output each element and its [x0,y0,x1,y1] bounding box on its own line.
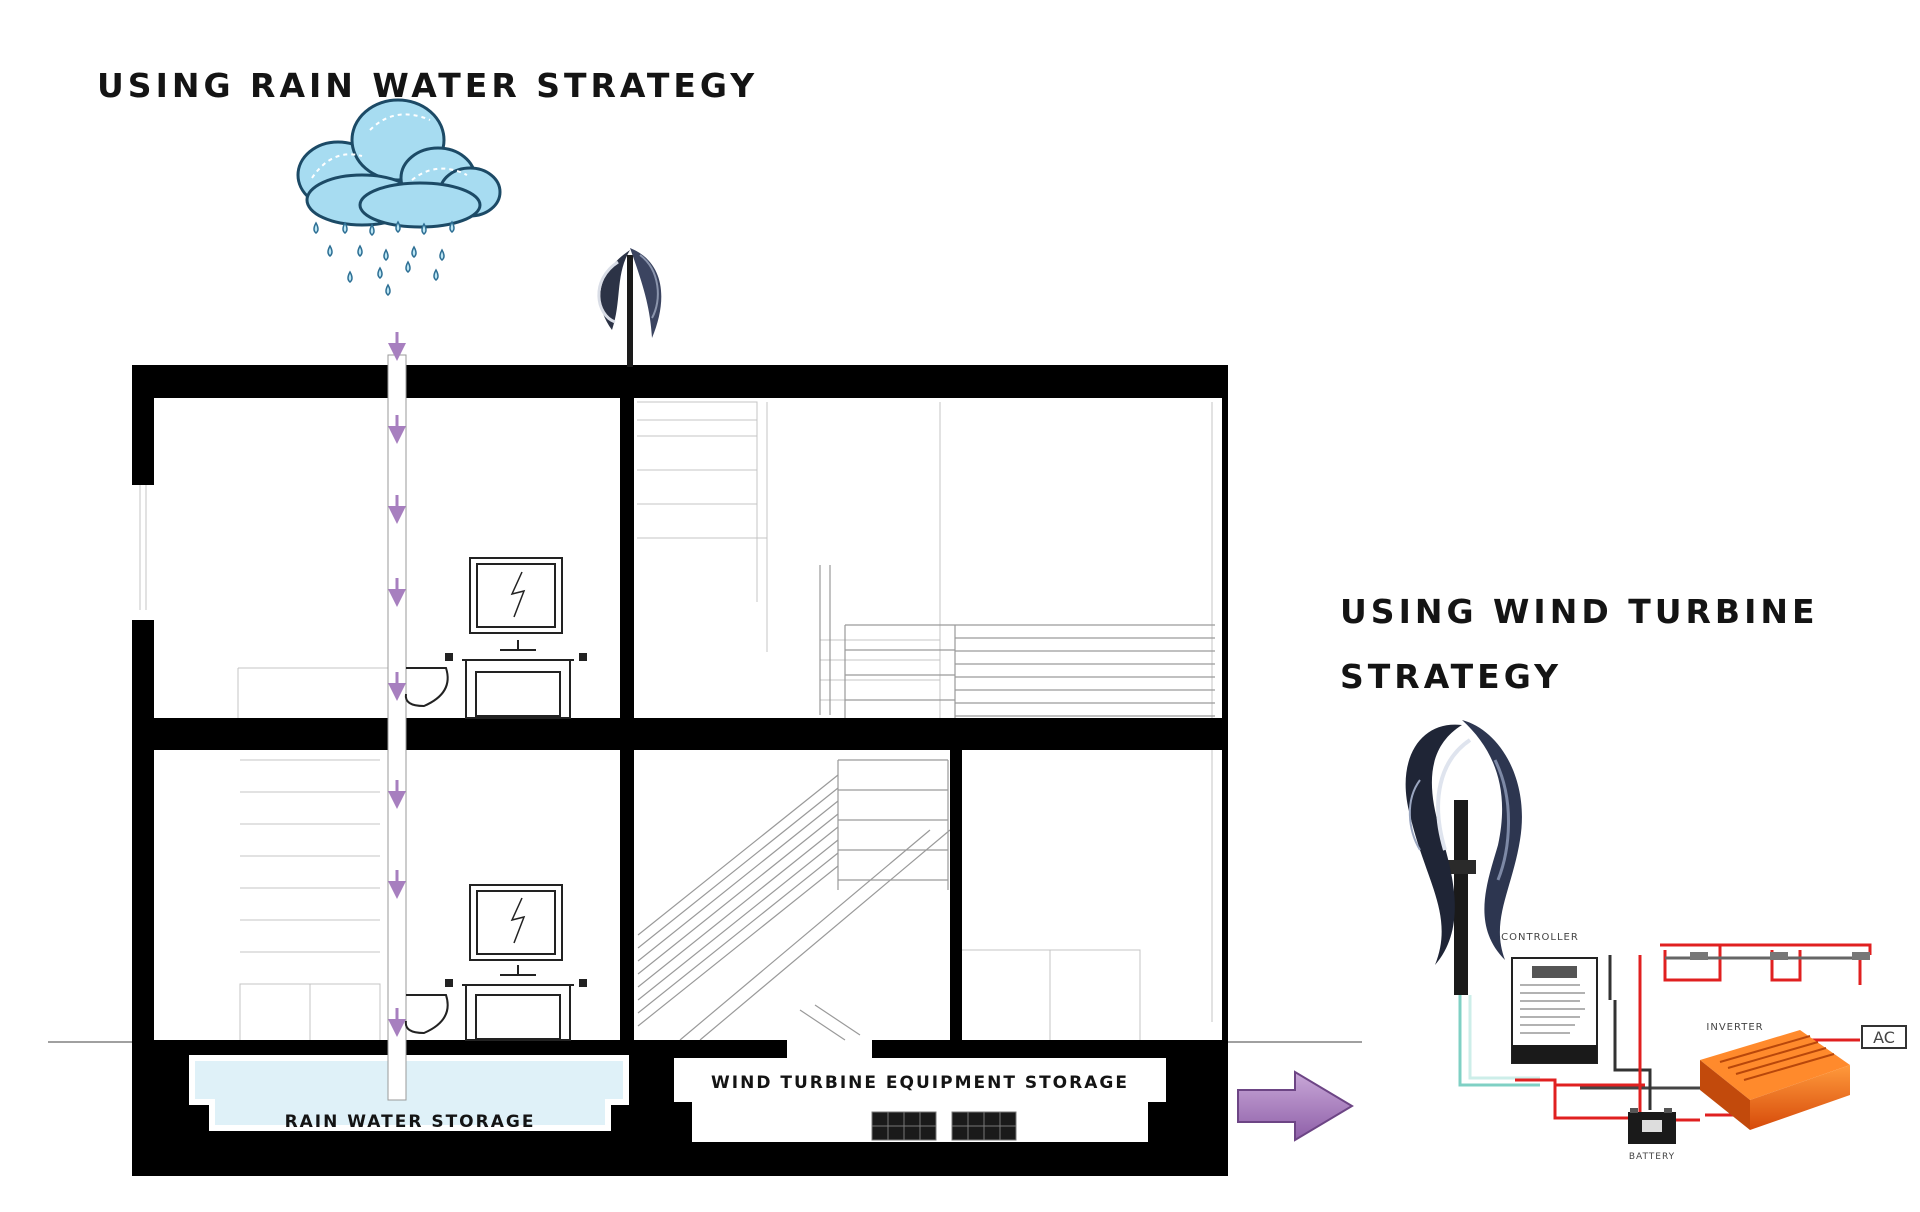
lower-stair-lines [637,759,951,1041]
inverter-icon [1700,1030,1850,1130]
wind-equipment-storage-room [674,1058,1166,1142]
inverter-label: INVERTER [1706,1022,1763,1033]
rain-water-storage-tank [189,1055,629,1131]
battery-icon [1628,1108,1676,1144]
ac-output-badge [1861,1025,1907,1049]
house-section: RAIN WATER STORAGE WIND TURBINE EQUIPMEN… [132,248,1228,1176]
rain-strategy-title: USING RAIN WATER STRATEGY [97,66,758,105]
solar-panel-icon [871,1111,1017,1141]
wind-turbine-icon [1405,720,1522,995]
upper-bathroom [404,557,587,719]
rain-cloud-icon [296,98,502,296]
controller-label: CONTROLLER [1501,932,1579,943]
battery-label: BATTERY [1629,1152,1675,1162]
wind-strategy-title-line2: STRATEGY [1340,657,1562,696]
wind-equipment-storage-label: WIND TURBINE EQUIPMENT STORAGE [711,1073,1129,1093]
ac-output-label: AC [1873,1028,1895,1047]
walls [132,365,1228,1176]
wind-strategy-title-line1: USING WIND TURBINE [1340,592,1819,631]
transition-arrow-icon [1237,1070,1354,1142]
controller-icon [1511,957,1598,1064]
upper-stair-lines [819,565,1215,731]
wind-energy-system: CONTROLLER INVERTER AC BATTERY [1405,720,1907,1162]
rain-water-storage-label: RAIN WATER STORAGE [285,1112,536,1132]
lower-bathroom [404,884,587,1041]
roof-wind-turbine-icon [597,248,662,367]
connector-nodes [1690,952,1870,960]
rain-pipe [387,354,407,1101]
